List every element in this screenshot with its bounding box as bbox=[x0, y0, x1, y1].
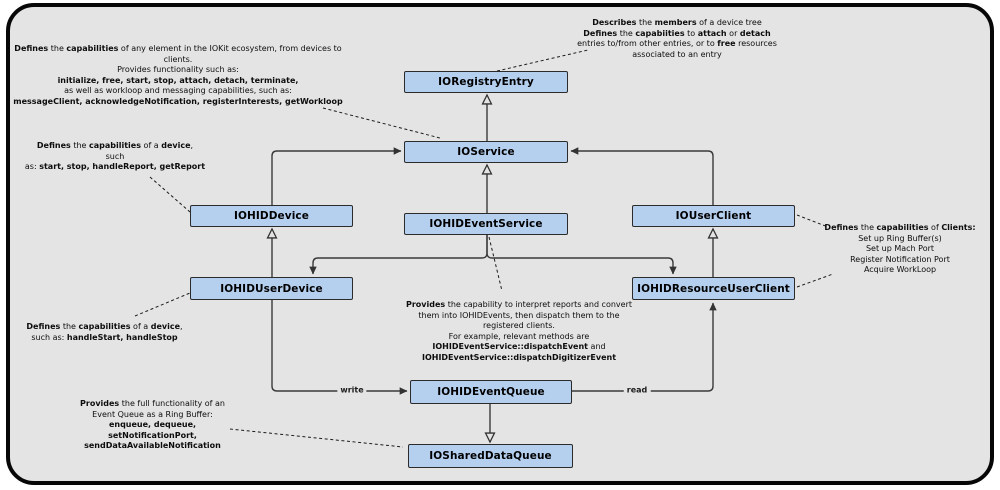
annotation-line: clients. bbox=[163, 54, 193, 64]
annotation-line: Defines the capabiities to attach or det… bbox=[583, 28, 771, 38]
annotation-line: Provides the full functionality of an bbox=[80, 399, 225, 408]
annotation-line: For example, relevant methods are bbox=[448, 331, 590, 341]
annotation-line: IOHIDEventService::dispatchDigitizerEven… bbox=[421, 352, 617, 362]
edge-iohiddevice-to-ioservice bbox=[271, 147, 402, 205]
class-box-ioregistryentry: IORegistryEntry bbox=[404, 71, 568, 93]
annotation-line: Defines the capabilities of a device, bbox=[26, 322, 183, 331]
annotation-clients-note: Defines the capabilities of Clients:Set … bbox=[815, 223, 985, 276]
class-box-iohiddevice: IOHIDDevice bbox=[190, 205, 353, 227]
annotation-line: Describes the members of a device tree bbox=[592, 18, 762, 27]
leader-note-to-iohiddevice bbox=[149, 176, 191, 213]
annotation-line: Defines the capabilities of any element … bbox=[14, 44, 342, 53]
annotation-line: such bbox=[105, 151, 125, 161]
annotation-line: Register Notification Port bbox=[850, 254, 950, 264]
annotation-line: Provides the capability to interpret rep… bbox=[405, 300, 633, 309]
leader-iohideventservice-to-note bbox=[488, 236, 503, 292]
annotation-line: Set up Mach Port bbox=[865, 244, 935, 254]
annotation-user-device-note: Defines the capabilities of a device,suc… bbox=[2, 322, 207, 343]
annotation-line: Acquire WorkLoop bbox=[863, 265, 937, 275]
class-box-iohidresourceuserclient: IOHIDResourceUserClient bbox=[632, 277, 795, 300]
leader-note-to-iosharedataqueue bbox=[229, 428, 404, 448]
annotation-line: registered clients. bbox=[483, 321, 555, 331]
class-box-iosharedataqueue: IOSharedDataQueue bbox=[408, 444, 573, 468]
edge-iohideventservice-to-iohiduserdevice bbox=[309, 235, 488, 275]
annotation-line: as well as workloop and messaging capabi… bbox=[64, 86, 292, 96]
annotation-hid-device-note: Defines the capabilities of a device,suc… bbox=[8, 141, 222, 173]
annotation-line: sendDataAvailableNotification bbox=[84, 441, 221, 451]
edge-read-iohideventqueue-to-iohidresourceuserclient bbox=[572, 302, 717, 392]
edge-iohideventservice-to-iohidresourceuserclient bbox=[486, 235, 677, 275]
annotation-line: IOHIDEventService::dispatchEvent and bbox=[432, 342, 606, 352]
edge-label-read: read bbox=[623, 385, 651, 395]
annotation-event-service-note: Provides the capability to interpret rep… bbox=[388, 300, 650, 364]
class-box-iohideventqueue: IOHIDEventQueue bbox=[410, 380, 572, 404]
annotation-line: Set up Ring Buffer(s) bbox=[858, 233, 942, 243]
leader-iokit-note-to-ioservice bbox=[322, 107, 441, 139]
annotation-iokit-capabilities: Defines the capabilities of any element … bbox=[13, 44, 343, 108]
class-box-ioservice: IOService bbox=[404, 141, 568, 163]
annotation-line: messageClient, acknowledgeNotification, … bbox=[13, 96, 343, 106]
leader-iohidresourceuserclient-to-clients-note bbox=[796, 273, 834, 288]
annotation-line: them into IOHIDEvents, then dispatch the… bbox=[418, 310, 620, 320]
annotation-line: such as: handleStart, handleStop bbox=[31, 332, 178, 342]
leader-ioregistryentry-to-note bbox=[496, 49, 589, 72]
annotation-line: as: start, stop, handleReport, getReport bbox=[24, 162, 206, 172]
annotation-line: initialize, free, start, stop, attach, d… bbox=[57, 75, 299, 85]
annotation-line: enqueue, dequeue, bbox=[108, 420, 197, 430]
leader-note-to-iohiduserdevice bbox=[134, 292, 191, 317]
annotation-line: setNotificationPort, bbox=[108, 430, 197, 440]
class-box-iohideventservice: IOHIDEventService bbox=[404, 213, 568, 235]
annotation-line: Event Queue as a Ring Buffer: bbox=[92, 409, 213, 419]
class-box-iohiduserdevice: IOHIDUserDevice bbox=[190, 277, 353, 300]
annotation-line: entries to/from other entries, or to fre… bbox=[577, 39, 777, 49]
class-box-iouserclient: IOUserClient bbox=[632, 205, 795, 227]
annotation-line: Defines the capabilities of Clients: bbox=[824, 223, 976, 232]
edge-iouserclient-to-ioservice bbox=[570, 147, 714, 205]
edge-write-iohiduserdevice-to-iohideventqueue bbox=[271, 300, 408, 395]
annotation-line: associated to an entry bbox=[632, 49, 722, 59]
annotation-line: Provides functionality such as: bbox=[117, 65, 239, 75]
annotation-line: Defines the capabilities of a device, bbox=[36, 141, 194, 150]
edge-label-write: write bbox=[337, 385, 367, 395]
